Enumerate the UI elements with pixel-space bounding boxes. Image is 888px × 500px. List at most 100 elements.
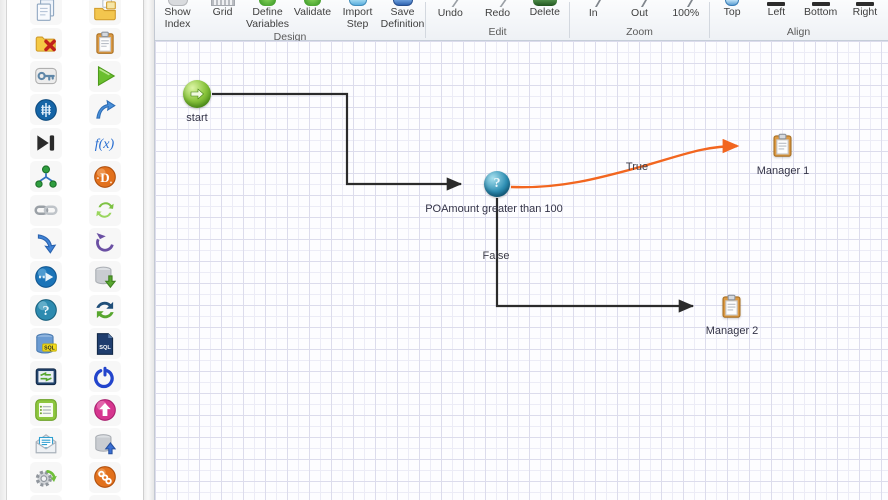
palette-item-d-sphere[interactable]: D bbox=[89, 161, 122, 193]
palette-item-red-alert[interactable] bbox=[89, 495, 122, 500]
palette-item-sql-file[interactable]: SQL bbox=[89, 328, 122, 360]
toolbar-button-label: Out bbox=[631, 7, 648, 19]
align-bottom-icon bbox=[811, 2, 830, 6]
screen-transfer-icon bbox=[35, 368, 57, 386]
toolbar-group-label: Align bbox=[786, 26, 811, 38]
palette-item-recycle-green[interactable] bbox=[89, 194, 122, 226]
palette-item-folder-send[interactable] bbox=[89, 0, 122, 26]
power-blue-icon bbox=[94, 366, 115, 389]
toolbar-button-import-step[interactable]: Import Step bbox=[335, 0, 380, 31]
decision-node[interactable]: ? bbox=[484, 171, 510, 197]
toolbar-button-bottom[interactable]: Bottom bbox=[799, 0, 843, 19]
start-node[interactable] bbox=[183, 80, 211, 108]
zoom-out-icon bbox=[631, 0, 648, 7]
toolbar-button-label: Undo bbox=[437, 7, 463, 19]
arrow-up-blue-icon bbox=[96, 99, 117, 119]
toolbar-button-top[interactable]: Top bbox=[710, 0, 754, 19]
sql-database-icon: SQL bbox=[36, 332, 57, 354]
toolbar-button-save-definition[interactable]: Save Definition bbox=[380, 0, 425, 31]
toolbar-button-label: Left bbox=[767, 6, 786, 18]
false-edge-label: False bbox=[482, 250, 510, 262]
arrow-down-blue-icon bbox=[37, 234, 57, 255]
palette-item-rotate-purple[interactable] bbox=[89, 227, 122, 259]
palette-item-copy-documents[interactable] bbox=[29, 0, 62, 26]
folder-send-icon bbox=[94, 0, 117, 20]
zoom-in-icon bbox=[585, 0, 601, 7]
toolbar-button-out[interactable]: Out bbox=[617, 0, 663, 20]
function-fx-icon: f(x) bbox=[95, 136, 115, 152]
clipboard-icon bbox=[96, 31, 114, 54]
list-notes-icon bbox=[34, 399, 57, 422]
decision-node-icon: ? bbox=[484, 171, 510, 197]
palette-item-sync-arrows[interactable] bbox=[89, 294, 122, 326]
toolbar-button-label: Show Index bbox=[164, 6, 191, 30]
tree-branch-icon bbox=[35, 165, 57, 188]
toolbar-button-label: Right bbox=[852, 6, 878, 18]
chain-orange-icon bbox=[94, 466, 117, 488]
toolbar-button-redo[interactable]: Redo bbox=[475, 0, 521, 20]
db-import-icon bbox=[95, 433, 117, 455]
validate-icon bbox=[304, 0, 321, 6]
toolbar-button-show-index[interactable]: Show Index bbox=[155, 0, 200, 31]
palette-item-function-fx[interactable]: f(x) bbox=[89, 127, 122, 159]
palette-item-gear-refresh[interactable] bbox=[29, 461, 62, 493]
manager2-node[interactable] bbox=[718, 292, 745, 326]
palette-item-db-export[interactable] bbox=[89, 261, 122, 293]
palette-item-mail-open[interactable] bbox=[29, 428, 62, 460]
toolbar-group-label: Design bbox=[273, 30, 307, 43]
palette-item-power-blue[interactable] bbox=[89, 361, 122, 393]
toolbar-button-label: 100% bbox=[672, 7, 700, 19]
palette-item-db-import[interactable] bbox=[89, 428, 122, 460]
redo-icon bbox=[489, 0, 506, 7]
palette-item-tree-branch[interactable] bbox=[29, 161, 62, 193]
mail-open-icon bbox=[35, 433, 57, 453]
toolbar-button-define-variables[interactable]: Define Variables bbox=[245, 0, 290, 31]
show-index-icon bbox=[167, 0, 188, 6]
gear-refresh-icon bbox=[35, 470, 57, 487]
palette-grid: f(x) D? SQL SQL bbox=[8, 0, 143, 500]
toolbar-button-validate[interactable]: Validate bbox=[290, 0, 335, 19]
toolbar-group-separator bbox=[569, 2, 570, 38]
palette-item-screen-transfer[interactable] bbox=[29, 361, 62, 393]
palette-item-sql-database[interactable]: SQL bbox=[29, 328, 62, 360]
palette-item-arrow-down-blue[interactable] bbox=[29, 227, 62, 259]
collapsed-panel-rail[interactable] bbox=[0, 0, 7, 500]
palette-item-pipe-arrow[interactable] bbox=[29, 261, 62, 293]
palette-item-table-circle[interactable] bbox=[29, 94, 62, 126]
palette-item-question-sphere[interactable]: ? bbox=[29, 294, 62, 326]
manager1-node[interactable] bbox=[769, 131, 796, 165]
palette-item-chain-link[interactable] bbox=[29, 194, 62, 226]
toolbar-button-left[interactable]: Left bbox=[754, 0, 798, 19]
toolbar-button-label: In bbox=[588, 7, 598, 19]
palette-item-folder-delete[interactable] bbox=[29, 27, 62, 59]
palette-item-box-dark[interactable] bbox=[29, 495, 62, 500]
palette-item-arrow-up-blue[interactable] bbox=[89, 94, 122, 126]
palette-item-step-end[interactable] bbox=[29, 127, 62, 159]
table-circle-icon bbox=[34, 99, 57, 121]
undo-icon bbox=[441, 0, 459, 7]
db-export-icon bbox=[95, 266, 117, 288]
svg-text:f(x): f(x) bbox=[95, 136, 115, 152]
toolbar-button-undo[interactable]: Undo bbox=[427, 0, 473, 20]
toolbar-button-right[interactable]: Right bbox=[843, 0, 887, 19]
workflow-canvas[interactable]: start ? POAmount greater than 100 Manage… bbox=[155, 41, 888, 500]
edge-start-to-decision bbox=[212, 92, 463, 191]
palette-item-up-pink[interactable] bbox=[89, 394, 122, 426]
up-pink-icon bbox=[94, 399, 117, 422]
palette-item-key[interactable] bbox=[29, 60, 62, 92]
palette-item-list-notes[interactable] bbox=[29, 394, 62, 426]
sidebar-splitter[interactable] bbox=[143, 0, 155, 500]
toolbar-button-in[interactable]: In bbox=[570, 0, 616, 20]
toolbar-button-100-[interactable]: 100% bbox=[663, 0, 709, 20]
palette-item-play[interactable] bbox=[89, 60, 122, 92]
define-variables-icon bbox=[259, 0, 276, 6]
palette-item-chain-orange[interactable] bbox=[89, 461, 122, 493]
toolbar-button-grid[interactable]: Grid bbox=[200, 0, 245, 19]
align-left-icon bbox=[767, 2, 786, 6]
toolbar-button-delete[interactable]: Delete bbox=[522, 0, 568, 19]
delete-icon bbox=[532, 0, 557, 6]
align-right-icon bbox=[855, 2, 874, 6]
palette-item-clipboard[interactable] bbox=[89, 27, 122, 59]
